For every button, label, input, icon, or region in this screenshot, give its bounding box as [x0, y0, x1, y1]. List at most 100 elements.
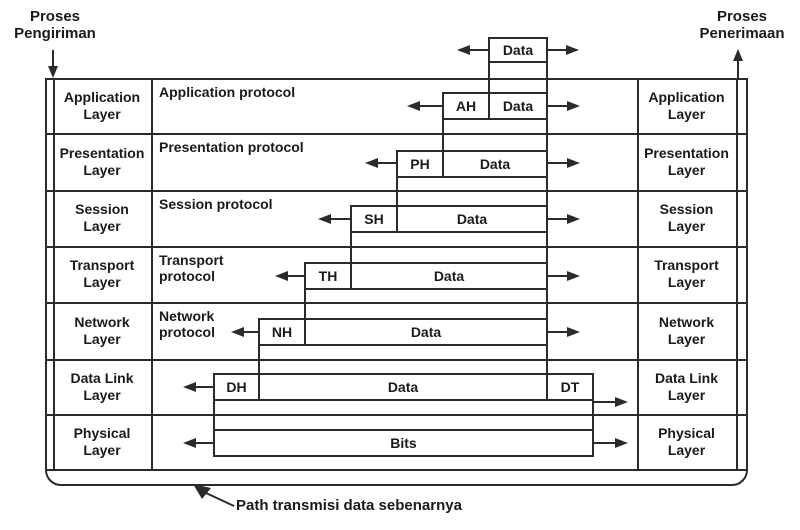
protocol-label-application: Application protocol [159, 84, 296, 100]
left-arrow-icon [457, 45, 488, 55]
left-arrow-icon [231, 327, 258, 337]
down-arrow-icon [48, 50, 58, 78]
arrow-line [196, 442, 213, 444]
right-layer-cell-datalink: Data Link Layer [654, 369, 718, 403]
packet-connector [350, 231, 352, 262]
arrow-head [183, 382, 196, 392]
arrow-line [288, 275, 304, 277]
arrow-line [244, 331, 258, 333]
header-cell-nh: NH [260, 320, 306, 344]
protocol-label-network: Network protocol [159, 308, 215, 340]
left-arrow-icon [183, 438, 213, 448]
arrow-head [275, 271, 288, 281]
arrow-line [196, 386, 213, 388]
data-cell: Data [479, 156, 511, 172]
packet-box-network: NH Data [258, 318, 548, 346]
data-cell: Data [410, 324, 442, 340]
right-layer-cell-physical: Physical Layer [658, 425, 715, 458]
data-cell: Bits [390, 435, 417, 451]
packet-connector [258, 344, 260, 373]
packet-box-top-data: Data [488, 37, 548, 63]
right-arrow-icon [548, 214, 580, 224]
left-arrow-icon [365, 158, 396, 168]
arrow-line [470, 49, 488, 51]
right-arrow-icon [548, 45, 579, 55]
left-arrow-icon [318, 214, 350, 224]
grid-line-right-col [637, 78, 639, 470]
header-cell-dh: DH [215, 375, 260, 399]
right-arrow-icon [594, 397, 628, 407]
packet-connector [546, 61, 548, 92]
right-layer-cell-presentation: Presentation Layer [644, 144, 729, 178]
left-arrow-icon [407, 101, 442, 111]
arrow-line [548, 218, 567, 220]
packet-box-physical: Bits [213, 429, 594, 457]
right-arrow-icon [594, 438, 628, 448]
packet-connector [546, 118, 548, 150]
arrow-line [548, 105, 567, 107]
packet-box-presentation: PH Data [396, 150, 548, 178]
up-arrow-icon [733, 49, 743, 78]
transmission-path-caption: Path transmisi data sebenarnya [236, 497, 462, 514]
arrow-head [567, 271, 580, 281]
arrow-head [231, 327, 244, 337]
arrow-head [566, 45, 579, 55]
arrow-head [567, 158, 580, 168]
left-layer-cell-presentation: Presentation Layer [59, 144, 145, 178]
packet-connector [592, 399, 594, 429]
transmission-path-border [45, 78, 748, 486]
data-cell: Data [433, 268, 465, 284]
right-layer-cell-transport: Transport Layer [654, 257, 719, 290]
left-arrow-icon [275, 271, 304, 281]
sender-process-label: Proses Pengiriman [14, 8, 96, 42]
right-arrow-icon [548, 271, 580, 281]
arrow-line [205, 492, 235, 507]
arrow-head [567, 327, 580, 337]
left-layer-cell-physical: Physical Layer [73, 425, 131, 458]
packet-connector [396, 176, 398, 205]
packet-connector [546, 176, 548, 205]
arrow-head [365, 158, 378, 168]
packet-box-session: SH Data [350, 205, 548, 233]
data-cell: Data [387, 379, 419, 395]
packet-connector [546, 231, 548, 262]
arrow-line [331, 218, 350, 220]
arrow-head [615, 438, 628, 448]
arrow-head [183, 438, 196, 448]
arrow-line [548, 331, 567, 333]
data-cell: Data [502, 98, 534, 114]
arrow-line [548, 275, 567, 277]
arrow-head [615, 397, 628, 407]
right-arrow-icon [548, 158, 580, 168]
left-layer-cell-session: Session Layer [75, 201, 129, 234]
packet-connector [442, 118, 444, 150]
grid-row-divider [45, 414, 748, 416]
trailer-cell-dt: DT [546, 375, 592, 399]
arrow-line [737, 61, 739, 78]
data-cell: Data [456, 211, 488, 227]
arrow-head [567, 101, 580, 111]
grid-line-inner-right [736, 78, 738, 470]
arrow-head [457, 45, 470, 55]
left-layer-cell-network: Network Layer [74, 313, 130, 347]
arrow-head [318, 214, 331, 224]
packet-connector [304, 288, 306, 318]
data-cell: Data [502, 42, 534, 58]
grid-line-layer-col [151, 78, 153, 470]
left-layer-cell-transport: Transport Layer [69, 257, 135, 290]
protocol-label-transport: Transport protocol [159, 252, 224, 284]
protocol-label-presentation: Presentation protocol [159, 139, 304, 155]
grid-line-inner-left [53, 78, 55, 470]
arrow-line [548, 162, 567, 164]
grid-row-divider [45, 359, 748, 361]
grid-row-divider [45, 246, 748, 248]
arrow-line [548, 49, 566, 51]
arrow-head [193, 484, 211, 499]
right-arrow-icon [548, 101, 580, 111]
header-cell-th: TH [306, 264, 352, 288]
arrow-head [407, 101, 420, 111]
packet-box-transport: TH Data [304, 262, 548, 290]
left-layer-cell-datalink: Data Link Layer [70, 369, 134, 403]
arrow-line [420, 105, 442, 107]
